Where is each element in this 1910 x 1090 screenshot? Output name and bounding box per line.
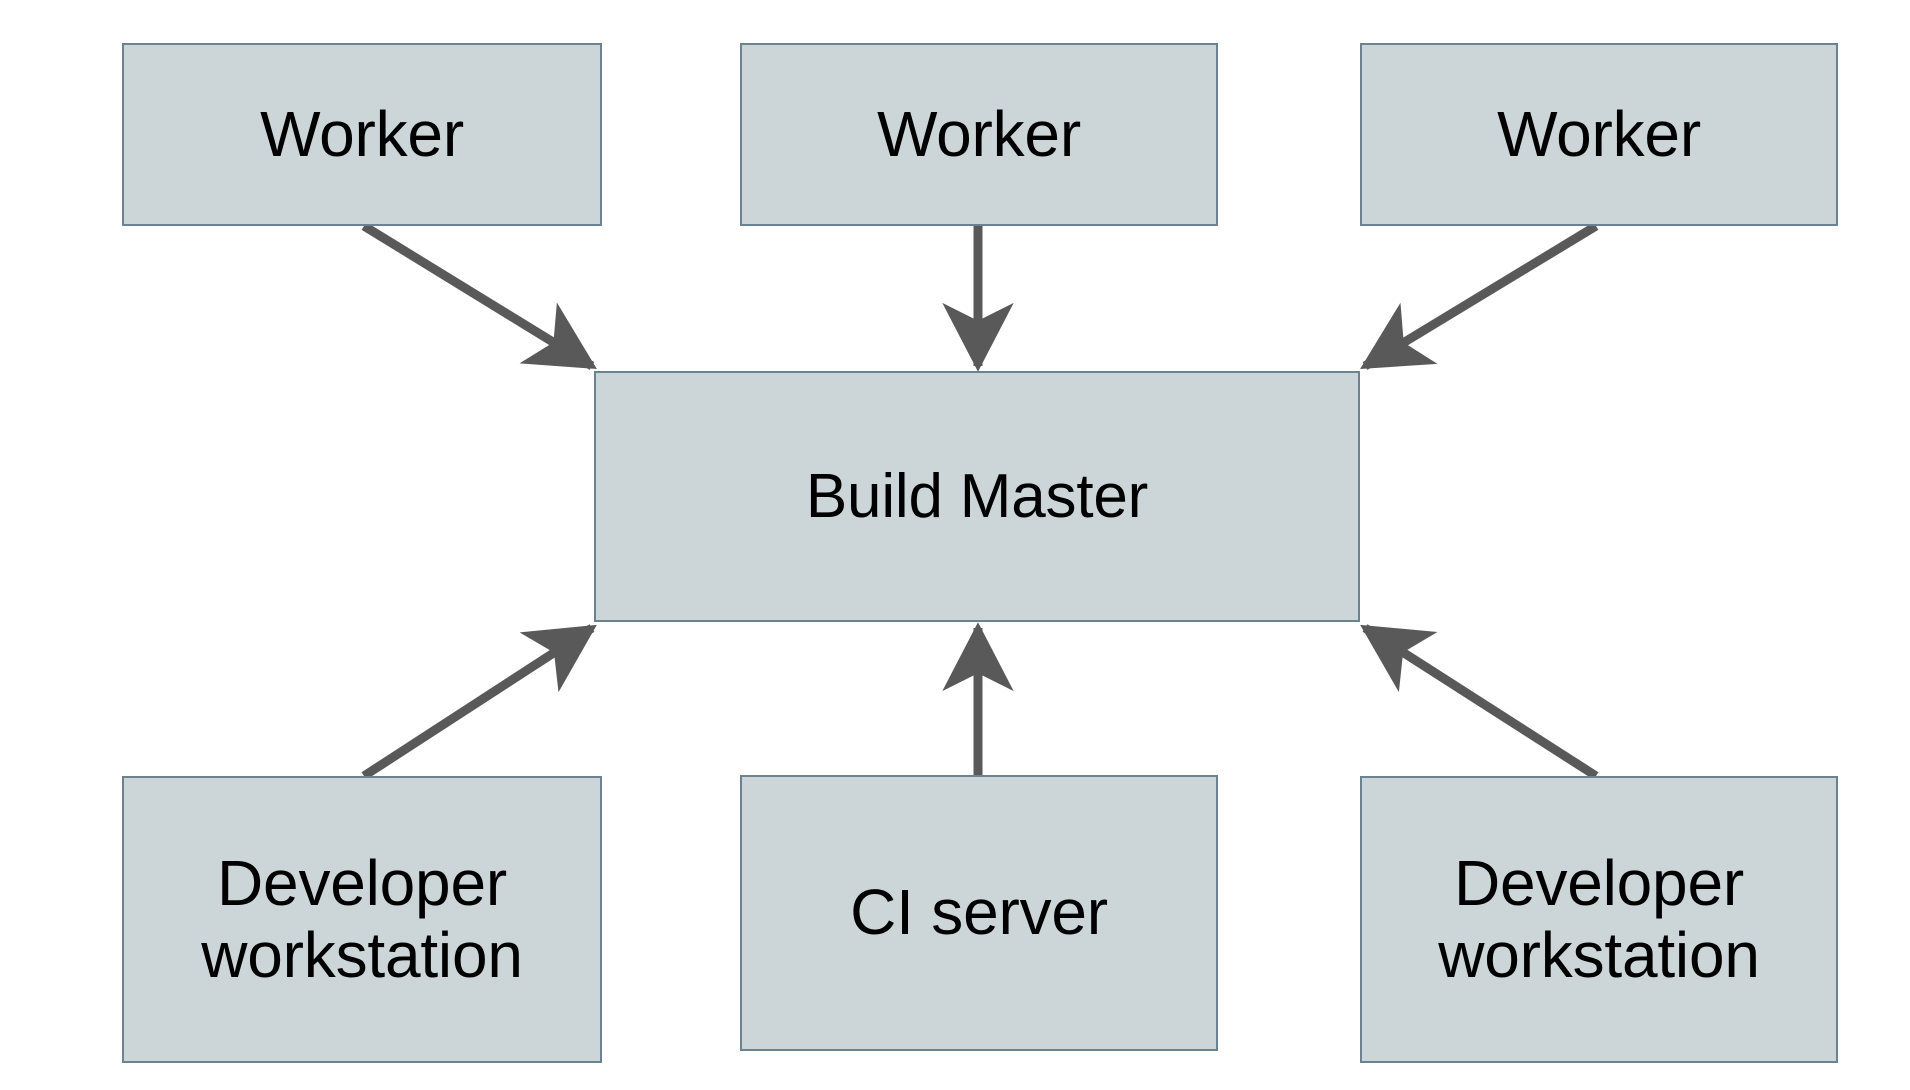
node-developer-workstation-right[interactable]: Developer workstation [1360,776,1838,1063]
node-developer-workstation-left[interactable]: Developer workstation [122,776,602,1063]
edge-worker-left-to-build-master [361,222,597,370]
node-developer-workstation-left-label: Developer workstation [201,846,523,991]
node-ci-server[interactable]: CI server [740,775,1218,1051]
node-worker-center[interactable]: Worker [740,43,1218,226]
node-worker-center-label: Worker [877,97,1081,170]
node-developer-workstation-right-label: Developer workstation [1438,846,1760,991]
node-worker-left[interactable]: Worker [122,43,602,226]
edge-dev-right-to-build-master [1360,624,1599,780]
node-build-master[interactable]: Build Master [594,371,1360,622]
edge-worker-right-to-build-master [1360,222,1599,370]
node-worker-left-label: Worker [260,97,464,170]
edge-dev-left-to-build-master [361,624,597,780]
node-ci-server-label: CI server [850,876,1108,949]
node-build-master-label: Build Master [805,461,1149,531]
node-worker-right-label: Worker [1497,97,1701,170]
node-worker-right[interactable]: Worker [1360,43,1838,226]
